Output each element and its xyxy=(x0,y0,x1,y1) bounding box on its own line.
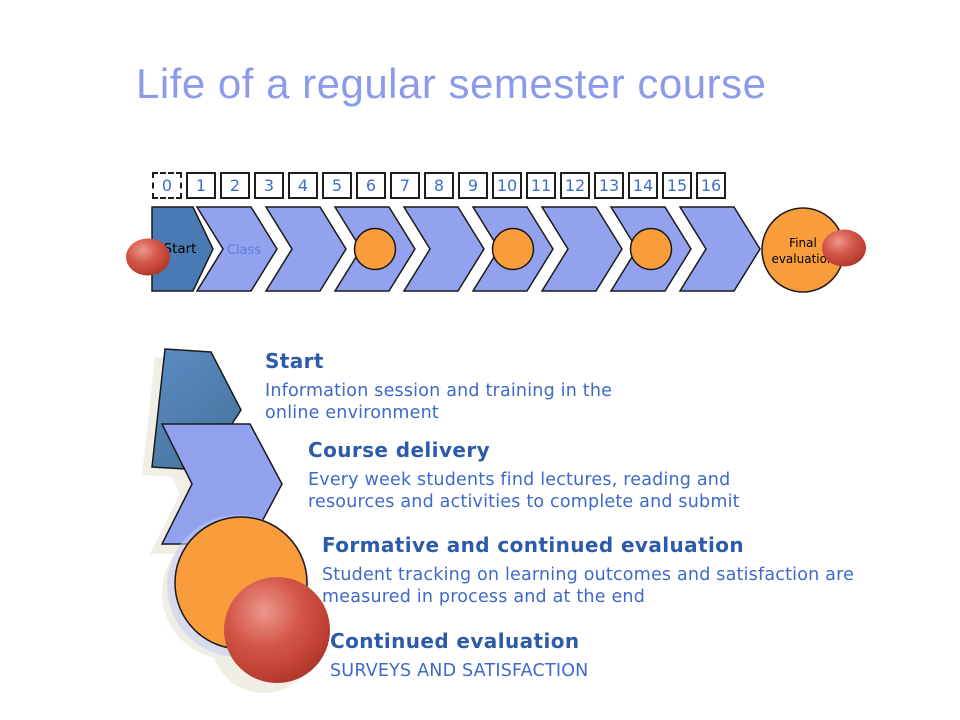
week-box-11: 11 xyxy=(526,172,556,199)
legend-red-circle-icon xyxy=(224,577,330,683)
final-evaluation-label-line2: evaluation xyxy=(771,252,834,266)
timeline-start-pentagon xyxy=(151,206,214,292)
timeline-chevron-4 xyxy=(402,206,485,292)
week-box-9: 9 xyxy=(458,172,488,199)
legend-item-start: Start Information session and training i… xyxy=(265,349,615,424)
legend-item-course-delivery: Course delivery Every week students find… xyxy=(308,438,813,513)
week-box-10: 10 xyxy=(492,172,522,199)
week-box-2: 2 xyxy=(220,172,250,199)
red-ball-end xyxy=(822,229,866,267)
legend-heading-start: Start xyxy=(265,349,324,373)
week-box-4: 4 xyxy=(288,172,318,199)
week-box-0: 0 xyxy=(152,172,182,199)
timeline-chevron-6 xyxy=(540,206,623,292)
week-box-13: 13 xyxy=(594,172,624,199)
week-number-row: 0 1 2 3 4 5 6 7 8 9 10 11 12 13 14 15 16 xyxy=(152,172,726,199)
milestone-circle-1 xyxy=(353,227,397,271)
week-box-7: 7 xyxy=(390,172,420,199)
legend-body-course-delivery: Every week students find lectures, readi… xyxy=(308,470,740,512)
legend-item-continued-evaluation: Continued evaluation SURVEYS AND SATISFA… xyxy=(330,629,750,682)
final-evaluation-label-line1: Final xyxy=(789,236,817,250)
legend-heading-formative-evaluation: Formative and continued evaluation xyxy=(322,533,745,557)
legend-body-start: Information session and training in the … xyxy=(265,381,613,423)
week-box-5: 5 xyxy=(322,172,352,199)
week-box-15: 15 xyxy=(662,172,692,199)
timeline-start-label: Start xyxy=(164,241,197,257)
week-box-6: 6 xyxy=(356,172,386,199)
milestone-circle-2 xyxy=(491,227,535,271)
timeline-chevron-8 xyxy=(678,206,761,292)
week-box-3: 3 xyxy=(254,172,284,199)
legend-heading-continued-evaluation: Continued evaluation xyxy=(330,629,580,653)
week-box-8: 8 xyxy=(424,172,454,199)
legend-item-formative-evaluation: Formative and continued evaluation Stude… xyxy=(322,533,862,608)
legend-heading-course-delivery: Course delivery xyxy=(308,438,491,462)
week-box-1: 1 xyxy=(186,172,216,199)
legend-body-continued-evaluation: SURVEYS AND SATISFACTION xyxy=(330,661,589,681)
red-ball-start xyxy=(126,238,170,276)
legend-body-formative-evaluation: Student tracking on learning outcomes an… xyxy=(322,565,855,607)
slide-title: Life of a regular semester course xyxy=(136,60,767,107)
timeline-chevron-1 xyxy=(195,206,278,292)
milestone-circle-3 xyxy=(629,227,673,271)
timeline-chevron-2 xyxy=(264,206,347,292)
timeline-class-label: Class xyxy=(227,243,261,258)
week-box-16: 16 xyxy=(696,172,726,199)
week-box-14: 14 xyxy=(628,172,658,199)
week-box-12: 12 xyxy=(560,172,590,199)
